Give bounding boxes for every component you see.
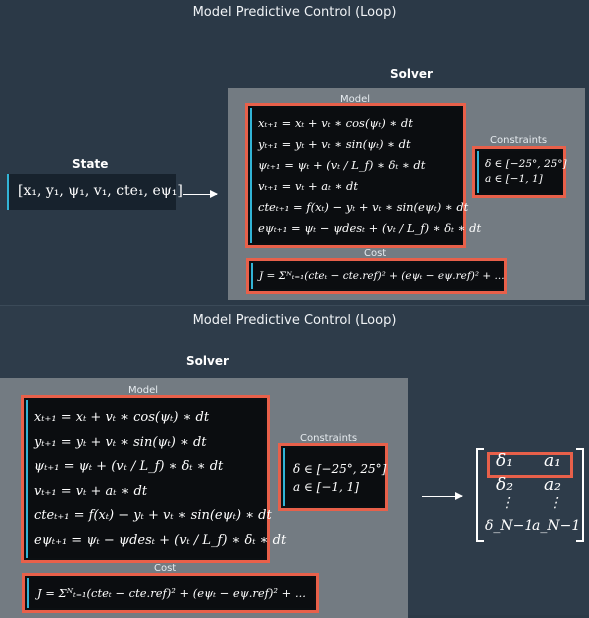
bottom-model-box: xₜ₊₁ = xₜ + vₜ ∗ cos(ψₜ) ∗ dt yₜ₊₁ = yₜ … bbox=[21, 395, 286, 563]
bottom-constraint-1: δ ∈ [−25°, 25°] bbox=[293, 462, 387, 476]
matrix-cell-a-1: a₁ bbox=[544, 451, 561, 471]
top-state-box: [x₁, y₁, ψ₁, v₁, cte₁, eψ₁] bbox=[7, 174, 183, 210]
top-constraint-1: δ ∈ [−25°, 25°] bbox=[485, 158, 567, 170]
matrix-right-bracket bbox=[576, 448, 584, 542]
bottom-model-equations: xₜ₊₁ = xₜ + vₜ ∗ cos(ψₜ) ∗ dt yₜ₊₁ = yₜ … bbox=[34, 406, 286, 553]
matrix-left-bracket bbox=[476, 448, 484, 542]
bottom-solver-label: Solver bbox=[186, 354, 229, 368]
bottom-constraints-label: Constraints bbox=[300, 433, 358, 444]
top-model-equations: xₜ₊₁ = xₜ + vₜ ∗ cos(ψₜ) ∗ dt yₜ₊₁ = yₜ … bbox=[258, 113, 481, 239]
top-model-box: xₜ₊₁ = xₜ + vₜ ∗ cos(ψₜ) ∗ dt yₜ₊₁ = yₜ … bbox=[245, 103, 481, 248]
top-arrow-icon bbox=[183, 190, 218, 198]
bottom-diagram: Model Predictive Control (Loop) Solver M… bbox=[0, 305, 589, 618]
bottom-eq-2: yₜ₊₁ = yₜ + vₜ ∗ sin(ψₜ) ∗ dt bbox=[34, 434, 207, 450]
matrix-highlight-box bbox=[487, 452, 573, 478]
top-model-label: Model bbox=[340, 94, 371, 105]
bottom-constraints-box: δ ∈ [−25°, 25°] a ∈ [−1, 1] bbox=[278, 443, 388, 511]
actuator-matrix: δ₁ a₁ δ₂ a₂ ⋮ ⋮ δ_N−1 a_N−1 bbox=[476, 448, 584, 542]
matrix-cell-a-n: a_N−1 bbox=[532, 518, 581, 534]
top-diagram: Model Predictive Control (Loop) State [x… bbox=[0, 0, 589, 305]
bottom-eq-1: xₜ₊₁ = xₜ + vₜ ∗ cos(ψₜ) ∗ dt bbox=[34, 410, 210, 425]
bottom-eq-5: cteₜ₊₁ = f(xₜ) − yₜ + vₜ ∗ sin(eψₜ) ∗ dt bbox=[34, 508, 272, 523]
bottom-arrow-icon bbox=[422, 492, 463, 500]
top-title: Model Predictive Control (Loop) bbox=[192, 5, 397, 20]
bottom-eq-3: ψₜ₊₁ = ψₜ + (vₜ / L_f) ∗ δₜ ∗ dt bbox=[34, 459, 224, 474]
bottom-cost-box: J = Σᴺₜ₌₁(cteₜ − cte.ref)² + (eψₜ − eψ.r… bbox=[22, 573, 319, 613]
top-state-vector: [x₁, y₁, ψ₁, v₁, cte₁, eψ₁] bbox=[18, 183, 183, 199]
top-constraint-2: a ∈ [−1, 1] bbox=[485, 173, 543, 185]
top-eq-3: ψₜ₊₁ = ψₜ + (vₜ / L_f) ∗ δₜ ∗ dt bbox=[258, 158, 426, 172]
bottom-model-label: Model bbox=[128, 385, 159, 396]
bottom-cost-equation: J = Σᴺₜ₌₁(cteₜ − cte.ref)² + (eψₜ − eψ.r… bbox=[37, 586, 306, 600]
matrix-cell-delta-2: δ₂ bbox=[496, 475, 514, 495]
top-eq-2: yₜ₊₁ = yₜ + vₜ ∗ sin(ψₜ) ∗ dt bbox=[258, 137, 411, 151]
top-state-label: State bbox=[72, 157, 109, 171]
top-cost-box: J = Σᴺₜ₌₁(cteₜ − cte.ref)² + (eψₜ − eψ.r… bbox=[246, 258, 507, 294]
matrix-cell-delta-n: δ_N−1 bbox=[485, 518, 534, 534]
top-solver-label: Solver bbox=[390, 67, 433, 81]
top-eq-5: cteₜ₊₁ = f(xₜ) − yₜ + vₜ ∗ sin(eψₜ) ∗ dt bbox=[258, 200, 469, 214]
matrix-cell-vdots-2: ⋮ bbox=[548, 495, 562, 511]
top-eq-4: vₜ₊₁ = vₜ + aₜ ∗ dt bbox=[258, 179, 359, 193]
top-cost-equation: J = Σᴺₜ₌₁(cteₜ − cte.ref)² + (eψₜ − eψ.r… bbox=[259, 270, 505, 282]
matrix-cell-vdots-1: ⋮ bbox=[500, 495, 514, 511]
top-eq-6: eψₜ₊₁ = ψₜ − ψdesₜ + (vₜ / L_f) ∗ δₜ ∗ d… bbox=[258, 221, 482, 235]
bottom-eq-4: vₜ₊₁ = vₜ + aₜ ∗ dt bbox=[34, 483, 148, 499]
bottom-constraint-2: a ∈ [−1, 1] bbox=[293, 480, 359, 494]
bottom-eq-6: eψₜ₊₁ = ψₜ − ψdesₜ + (vₜ / L_f) ∗ δₜ ∗ d… bbox=[34, 532, 287, 548]
top-constraints-label: Constraints bbox=[490, 135, 548, 146]
top-cost-label: Cost bbox=[364, 248, 387, 259]
bottom-cost-label: Cost bbox=[154, 563, 177, 574]
matrix-cell-a-2: a₂ bbox=[544, 475, 561, 495]
top-constraints-box: δ ∈ [−25°, 25°] a ∈ [−1, 1] bbox=[472, 146, 567, 198]
top-eq-1: xₜ₊₁ = xₜ + vₜ ∗ cos(ψₜ) ∗ dt bbox=[258, 116, 413, 130]
matrix-cell-delta-1: δ₁ bbox=[496, 451, 514, 471]
bottom-title: Model Predictive Control (Loop) bbox=[192, 313, 397, 328]
